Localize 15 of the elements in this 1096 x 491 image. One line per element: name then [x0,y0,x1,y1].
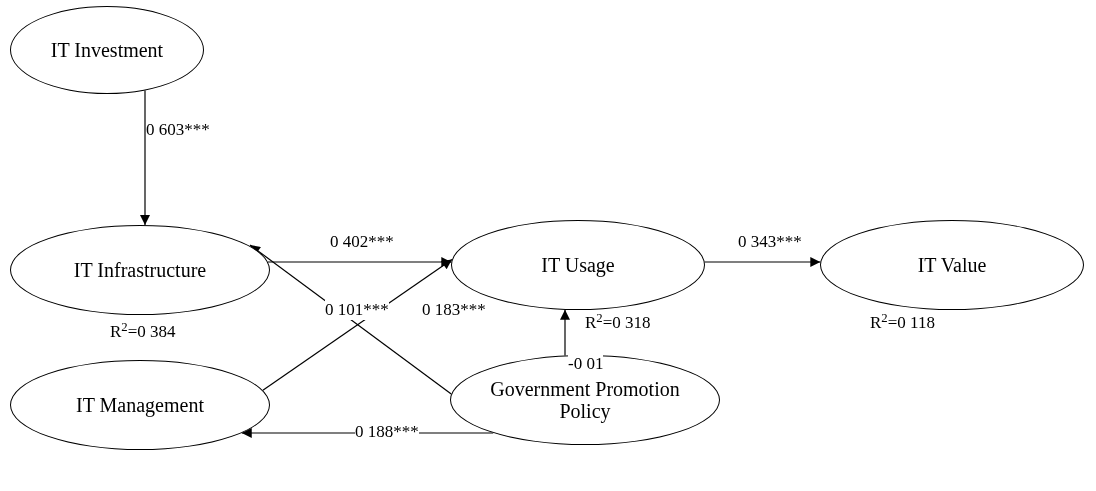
arrow [262,258,453,391]
edge-label: 0 101*** [325,300,389,320]
node-label: Government Promotion Policy [489,378,681,422]
arrow [267,257,452,267]
node-label: IT Management [76,394,204,416]
node-label: IT Investment [50,39,164,61]
arrow [560,309,570,357]
r-squared-label: R$^{2}$=0 384 [110,322,176,342]
r-squared-label: R$^{2}$=0 318 [585,313,651,333]
arrow [704,257,821,267]
arrow [140,89,150,226]
node-label: IT Value [917,254,987,276]
r-squared-label: R$^{2}$=0 118 [870,313,935,333]
node-label: IT Infrastructure [73,259,207,281]
node-label: IT Usage [541,254,615,276]
